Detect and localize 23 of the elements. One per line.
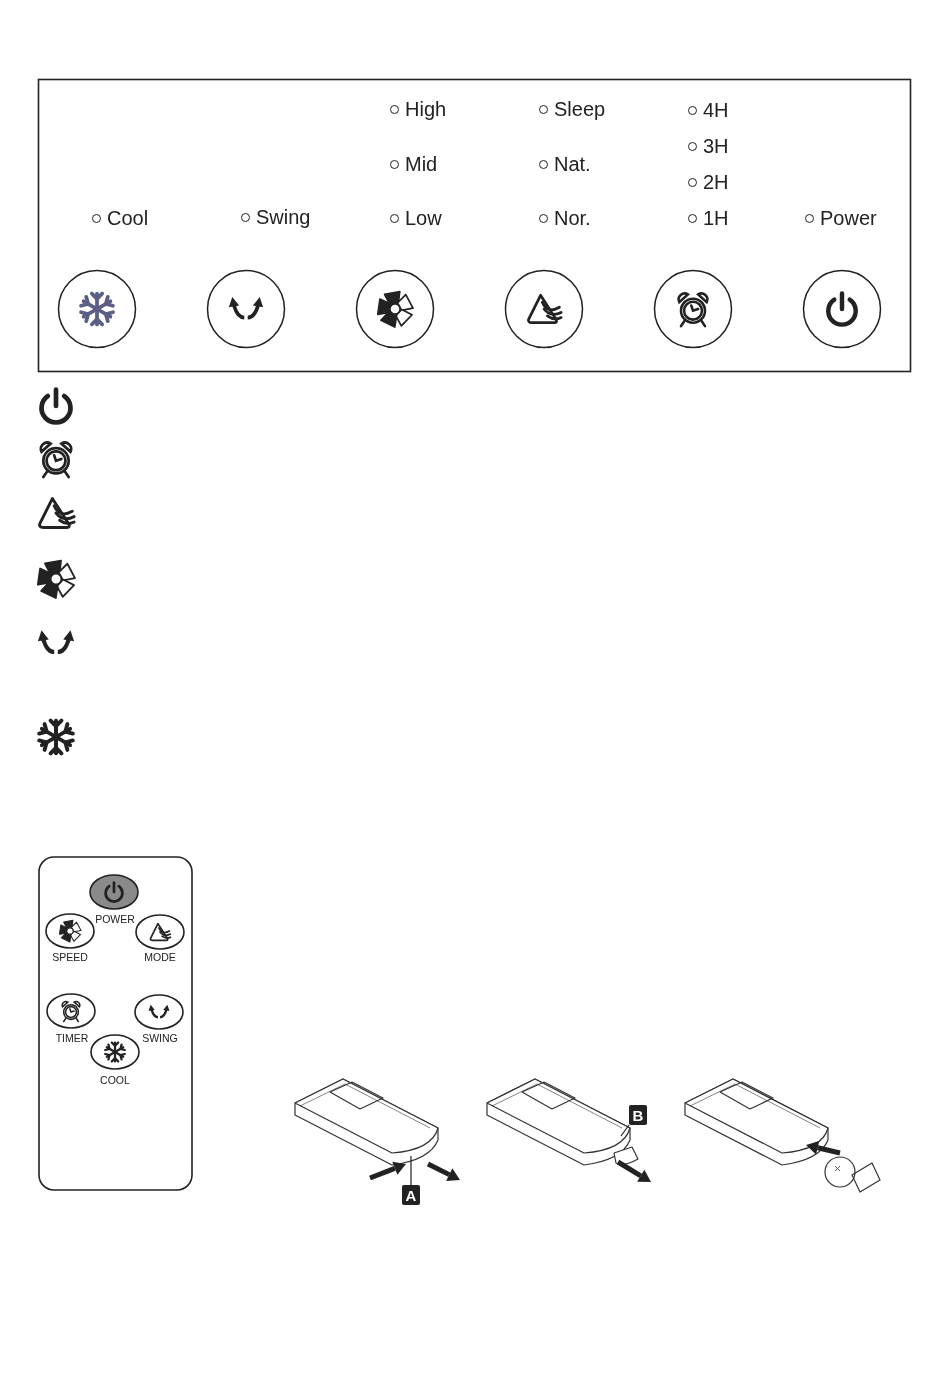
indicator-label: Swing (256, 206, 311, 229)
indicator-label: Mid (405, 153, 438, 176)
button-label: TIMER (55, 1032, 89, 1044)
indicator-label: 4H (703, 99, 729, 122)
leader-line (410, 1155, 412, 1186)
button-label: POWER (95, 913, 135, 925)
callout-letter: A (402, 1185, 420, 1205)
button-label: COOL (100, 1074, 130, 1086)
button-label: SWING (142, 1032, 178, 1044)
button-label: MODE (144, 951, 176, 963)
indicator-label: Cool (107, 207, 149, 230)
indicator-label: 3H (703, 135, 729, 158)
indicator-label: High (405, 98, 447, 121)
indicator-label: Nat. (554, 153, 591, 176)
button-label: SPEED (52, 951, 88, 963)
indicator-label: Low (405, 207, 442, 230)
leader-line (620, 1124, 630, 1137)
indicator-label: Nor. (554, 207, 591, 230)
indicator-label: 2H (703, 171, 729, 194)
indicator-label: Power (820, 207, 877, 230)
indicator-label: Sleep (554, 98, 606, 121)
callout-letter: B (629, 1105, 647, 1125)
indicator-label: 1H (703, 207, 729, 230)
